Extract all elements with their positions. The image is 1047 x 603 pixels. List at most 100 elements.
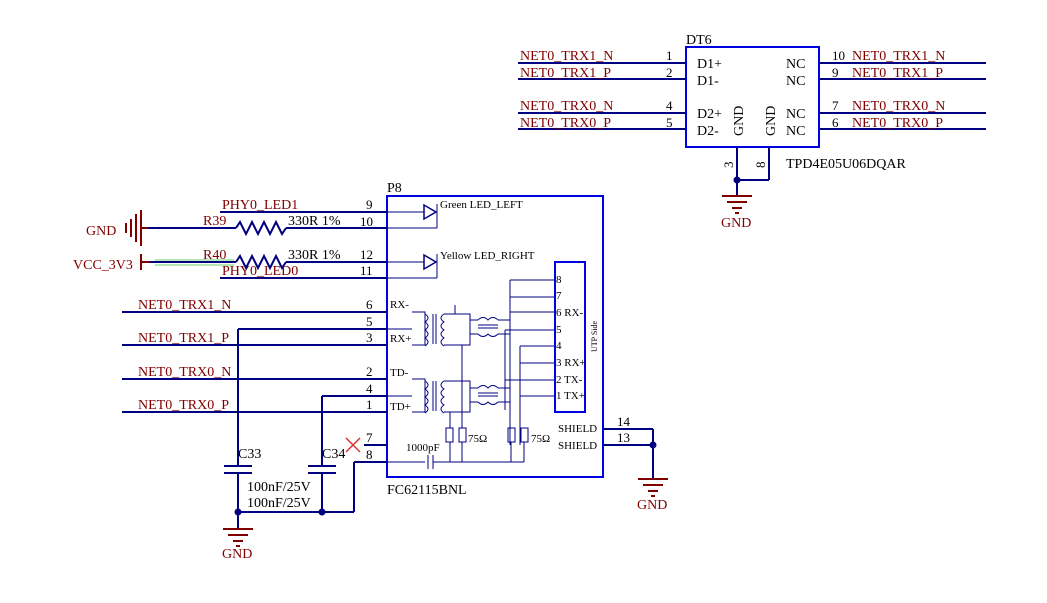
cap-value: 1000pF bbox=[406, 442, 440, 454]
pin-number: 14 bbox=[617, 414, 631, 429]
dt6-ref: DT6 bbox=[686, 33, 712, 48]
utp-pin: 1 TX+ bbox=[556, 390, 585, 402]
gnd-label: GND bbox=[222, 547, 252, 562]
utp-pin: 8 bbox=[556, 274, 562, 286]
p8-component[interactable]: P8 FC62115BNL Green LED_LEFT Yellow LED_… bbox=[122, 181, 668, 513]
utp-side-box bbox=[554, 261, 586, 413]
resistor-value: 75Ω bbox=[531, 433, 550, 445]
pin-name: D1- bbox=[697, 74, 719, 89]
pin-name: GND bbox=[732, 106, 747, 136]
net-label: NET0_TRX1_P bbox=[520, 66, 611, 81]
net-label: NET0_TRX1_N bbox=[138, 298, 231, 313]
pin-number: 8 bbox=[366, 447, 373, 462]
cap-ref: C34 bbox=[322, 447, 345, 462]
pin-number: 10 bbox=[832, 48, 845, 63]
pin-name: RX+ bbox=[390, 333, 411, 345]
gnd-label: GND bbox=[86, 224, 116, 239]
pin-number: 10 bbox=[360, 214, 373, 229]
pin-number: 11 bbox=[360, 263, 373, 278]
gnd-symbol bbox=[638, 478, 668, 497]
net-label: NET0_TRX0_P bbox=[138, 398, 229, 413]
gnd-port-left bbox=[125, 210, 148, 246]
p8-part: FC62115BNL bbox=[387, 483, 467, 498]
yellow-led-diode bbox=[387, 253, 438, 279]
termination-network bbox=[387, 427, 529, 469]
vcc-label: VCC_3V3 bbox=[73, 258, 133, 273]
net-label: NET0_TRX0_N bbox=[520, 99, 613, 114]
pin-number: 2 bbox=[366, 364, 373, 379]
pin-number: 7 bbox=[832, 98, 839, 113]
gnd-label: GND bbox=[721, 216, 751, 231]
pin-name: SHIELD bbox=[558, 440, 597, 452]
pin-number: 13 bbox=[617, 430, 630, 445]
vcc-port bbox=[140, 254, 150, 270]
green-led-diode bbox=[387, 203, 438, 229]
net-label: NET0_TRX0_P bbox=[520, 116, 611, 131]
gnd-symbol bbox=[223, 528, 253, 547]
net-label: NET0_TRX1_P bbox=[138, 331, 229, 346]
utp-pin: 7 bbox=[556, 290, 562, 302]
utp-pin: 6 RX- bbox=[556, 307, 584, 319]
dt6-component[interactable]: DT6 TPD4E05U06DQAR NET0_TRX1_N NET0_TRX1… bbox=[518, 33, 986, 231]
dt6-body bbox=[685, 46, 820, 148]
resistor-value: 330R 1% bbox=[288, 248, 341, 263]
pin-name: D2- bbox=[697, 124, 719, 139]
c33-capacitor[interactable]: C33 100nF/25V bbox=[224, 329, 311, 528]
pin-name: D1+ bbox=[697, 57, 722, 72]
net-label: PHY0_LED0 bbox=[222, 264, 298, 279]
pin-name: TD+ bbox=[390, 401, 411, 413]
net-label: NET0_TRX0_N bbox=[138, 365, 231, 380]
pin-number: 2 bbox=[666, 65, 673, 80]
r39-resistor[interactable]: R39 330R 1% bbox=[140, 214, 341, 237]
pin-name: SHIELD bbox=[558, 423, 597, 435]
gnd-label: GND bbox=[637, 498, 667, 513]
p8-body bbox=[386, 195, 604, 478]
net-label: PHY0_LED1 bbox=[222, 198, 298, 213]
pin-number: 5 bbox=[666, 115, 673, 130]
utp-pin: 5 bbox=[556, 324, 562, 336]
pin-number: 1 bbox=[366, 397, 373, 412]
cap-value: 100nF/25V bbox=[247, 480, 311, 495]
pin-name: NC bbox=[786, 57, 805, 72]
pin-number: 1 bbox=[666, 48, 673, 63]
no-connect-mark bbox=[345, 437, 361, 453]
pin-name: NC bbox=[786, 74, 805, 89]
cap-ref: C33 bbox=[238, 447, 261, 462]
pin-name: NC bbox=[786, 107, 805, 122]
net-label: NET0_TRX1_P bbox=[852, 66, 943, 81]
pin-number: 3 bbox=[721, 162, 736, 169]
pin-number: 3 bbox=[366, 330, 373, 345]
utp-pin: 3 RX+ bbox=[556, 357, 586, 369]
pin-number: 12 bbox=[360, 247, 373, 262]
pin-number: 5 bbox=[366, 314, 373, 329]
resistor-ref: R39 bbox=[203, 214, 226, 229]
utp-pin: 2 TX- bbox=[556, 374, 583, 386]
led-label-green: Green LED_LEFT bbox=[440, 199, 523, 211]
utp-pin: 4 bbox=[556, 340, 562, 352]
pin-number: 8 bbox=[753, 162, 768, 169]
net-label: NET0_TRX0_P bbox=[852, 116, 943, 131]
resistor-ref: R40 bbox=[203, 248, 226, 263]
resistor-value: 330R 1% bbox=[288, 214, 341, 229]
net-label: NET0_TRX1_N bbox=[852, 49, 945, 64]
utp-side-label: UTP Side bbox=[590, 321, 599, 352]
c34-capacitor[interactable]: C34 100nF/25V bbox=[247, 396, 345, 512]
pin-name: GND bbox=[764, 106, 779, 136]
pin-number: 6 bbox=[366, 297, 373, 312]
cap-value: 100nF/25V bbox=[247, 496, 311, 511]
p8-ref: P8 bbox=[387, 181, 402, 196]
gnd-symbol bbox=[722, 195, 752, 214]
pin-number: 9 bbox=[366, 197, 373, 212]
dt6-part: TPD4E05U06DQAR bbox=[786, 157, 906, 172]
resistor-value: 75Ω bbox=[468, 433, 487, 445]
pin-number: 4 bbox=[366, 381, 373, 396]
pin-name: TD- bbox=[390, 367, 409, 379]
led-label-yellow: Yellow LED_RIGHT bbox=[440, 250, 535, 262]
pin-number: 7 bbox=[366, 430, 373, 445]
net-label: NET0_TRX1_N bbox=[520, 49, 613, 64]
net-label: NET0_TRX0_N bbox=[852, 99, 945, 114]
r40-resistor[interactable]: R40 330R 1% bbox=[140, 248, 341, 271]
pin-name: D2+ bbox=[697, 107, 722, 122]
pin-name: RX- bbox=[390, 299, 409, 311]
